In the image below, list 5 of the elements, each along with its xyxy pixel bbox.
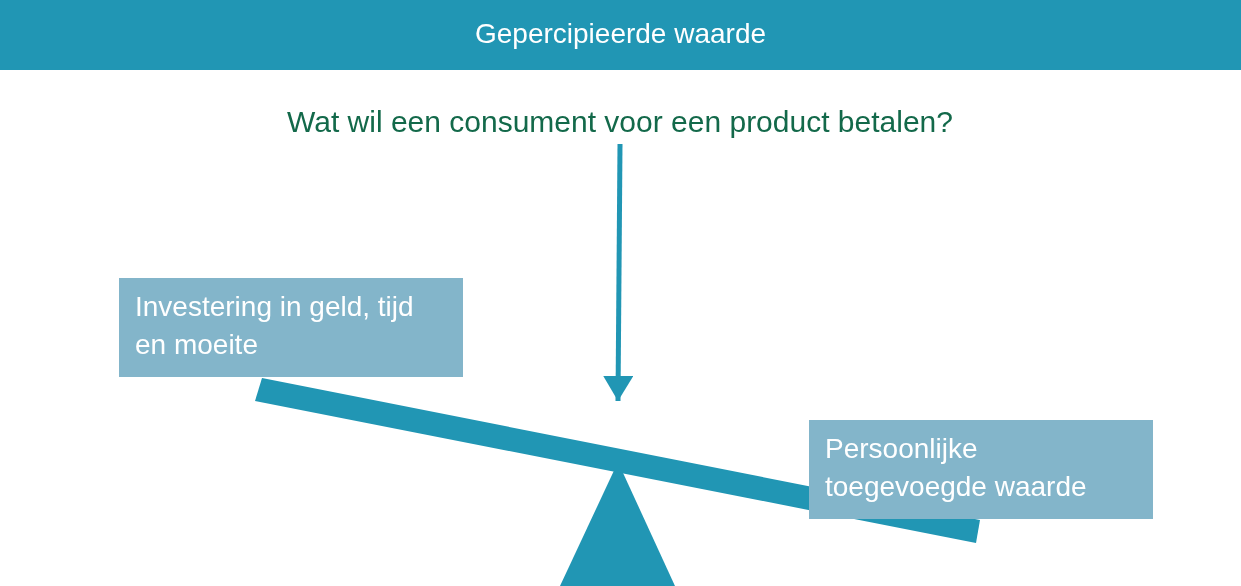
- question-text: Wat wil een consument voor een product betalen?: [287, 104, 953, 142]
- arrow: [603, 144, 634, 401]
- investment-box: Investering in geld, tijd en moeite: [119, 278, 463, 377]
- value-box: Persoonlijke toegevoegde waarde: [809, 420, 1153, 519]
- title: Gepercipieerde waarde: [474, 17, 767, 51]
